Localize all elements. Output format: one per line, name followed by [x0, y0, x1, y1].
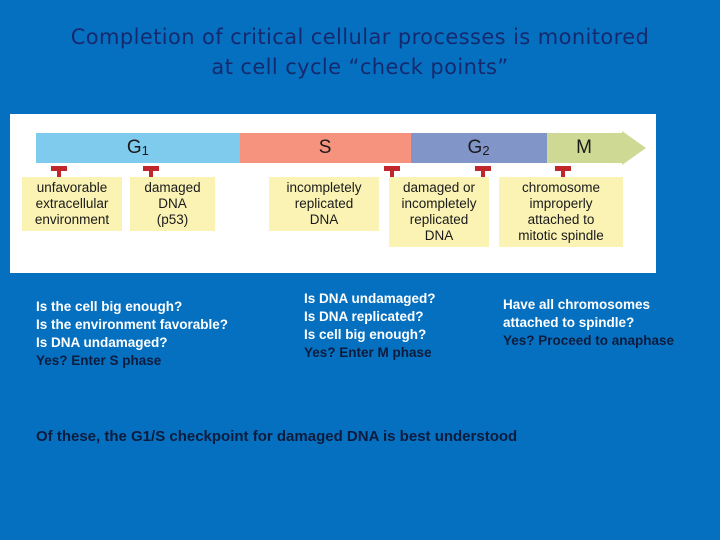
- box-text-line: DNA: [309, 212, 339, 227]
- box-text-line: replicated: [409, 212, 469, 227]
- box-text-line: mitotic spindle: [518, 228, 604, 243]
- g1s-checkpoint-questions: Is the cell big enough? Is the environmen…: [36, 298, 228, 370]
- checkpoint-question: Is DNA undamaged?: [36, 335, 168, 350]
- phase-label-subscript: 2: [482, 143, 490, 158]
- box-text-line: improperly: [529, 196, 593, 211]
- title-line-1: Completion of critical cellular processe…: [70, 25, 650, 49]
- checkpoint-question: Is DNA undamaged?: [304, 291, 436, 306]
- phase-segment-g2: G2: [410, 133, 547, 163]
- box-text-line: damaged or: [402, 180, 476, 195]
- box-text-line: DNA: [158, 196, 187, 211]
- inhibition-bar-icon: [142, 166, 159, 171]
- inhibition-bar-icon: [475, 166, 492, 171]
- checkpoint-answer: Yes? Enter S phase: [36, 353, 162, 368]
- checkpoint-answer: Yes? Proceed to anaphase: [503, 333, 675, 348]
- phase-label: G: [467, 137, 483, 158]
- phase-label: G: [126, 137, 142, 158]
- phase-segment-s: S: [239, 133, 411, 163]
- checkpoint-question: Have all chromosomes: [503, 297, 651, 312]
- phase-label: M: [576, 137, 592, 158]
- box-text-line: replicated: [294, 196, 354, 211]
- box-text-line: incompletely: [401, 196, 477, 211]
- page-title: Completion of critical cellular processe…: [0, 22, 720, 82]
- checkpoint-question: Is the environment favorable?: [36, 317, 229, 332]
- box-text-line: (p53): [156, 212, 189, 227]
- phase-segment-g1: G1: [36, 133, 240, 163]
- inhibition-bar-icon: [383, 166, 400, 171]
- checkpoint-answer: Yes? Enter M phase: [304, 345, 432, 360]
- checkpoint-question: attached to spindle?: [503, 315, 635, 330]
- phase-label: S: [318, 137, 332, 158]
- box-text-line: extracellular: [35, 196, 109, 211]
- box-text-line: DNA: [424, 228, 454, 243]
- inhibition-bar-icon: [51, 166, 68, 171]
- checkpoint-question: Is the cell big enough?: [36, 299, 183, 314]
- title-line-2: at cell cycle “check points”: [211, 55, 509, 79]
- box-text-line: damaged: [144, 180, 201, 195]
- inhibition-bar-icon: [554, 166, 571, 171]
- phase-label-subscript: 1: [141, 143, 149, 158]
- box-text-line: incompletely: [286, 180, 362, 195]
- checkpoint-question: Is DNA replicated?: [304, 309, 424, 324]
- phase-arrow-icon: [622, 131, 646, 165]
- checkpoint-question: Is cell big enough?: [304, 327, 427, 342]
- spindle-checkpoint-questions: Have all chromosomes attached to spindle?…: [503, 296, 674, 350]
- box-text-line: environment: [34, 212, 110, 227]
- box-text-line: unfavorable: [36, 180, 108, 195]
- box-text-line: chromosome: [521, 180, 601, 195]
- summary-caption: Of these, the G1/S checkpoint for damage…: [36, 428, 518, 445]
- g2m-checkpoint-questions: Is DNA undamaged? Is DNA replicated? Is ce…: [304, 290, 436, 362]
- phase-segment-m: M: [546, 133, 622, 163]
- box-text-line: attached to: [527, 212, 595, 227]
